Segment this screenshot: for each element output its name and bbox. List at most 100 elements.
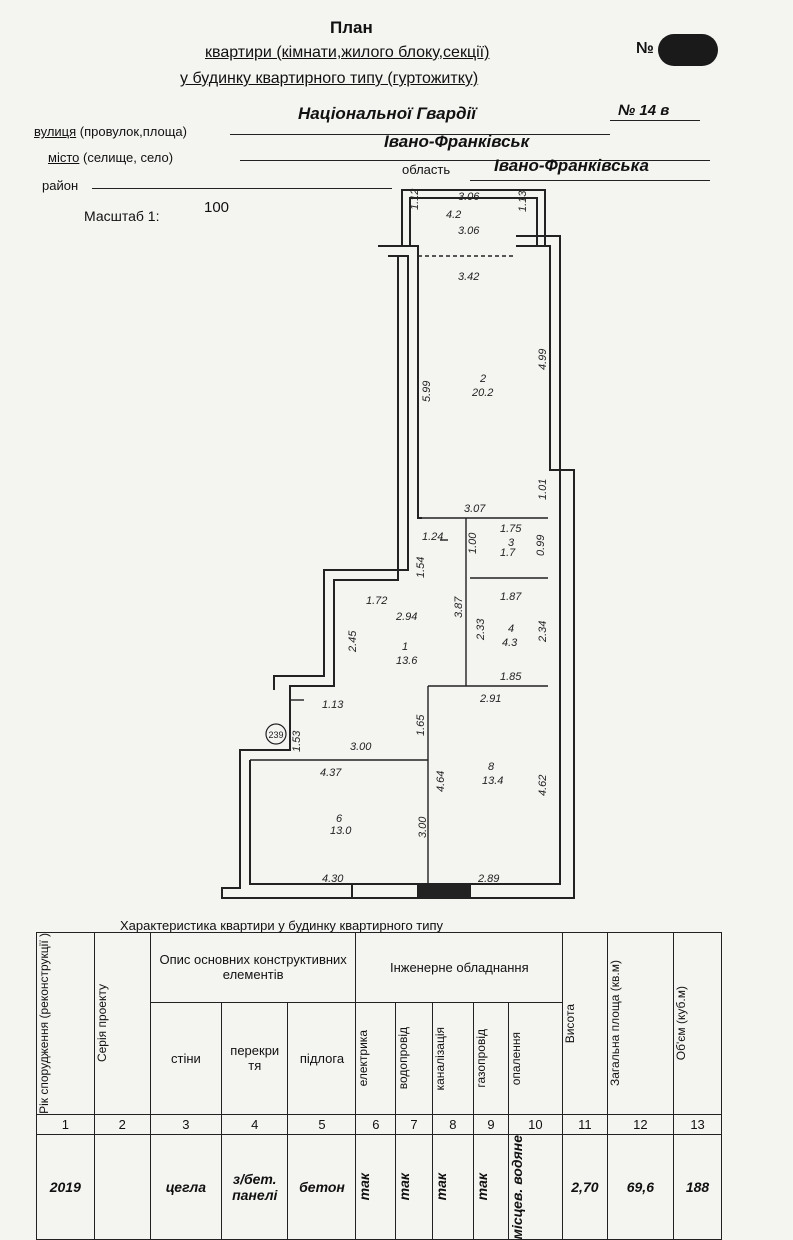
subtitle-apartment: квартири (кімнати,жилого блоку,секції) bbox=[205, 44, 490, 61]
dim-room4-left: 2.33 bbox=[475, 618, 487, 641]
dim-room1-d: 2.45 bbox=[347, 630, 359, 653]
col-num: 5 bbox=[287, 1113, 357, 1135]
room2-left-wall bbox=[378, 245, 422, 519]
data-row: 2019 цегла з/бет. панелі бетон так так т… bbox=[36, 1133, 722, 1240]
value-series bbox=[93, 1133, 151, 1240]
room4-number: 4 bbox=[508, 623, 514, 635]
dim-room6-inner: 4.37 bbox=[320, 767, 342, 779]
header-engineering: Інженерне обладнання bbox=[355, 932, 564, 1003]
room3-area: 1.7 bbox=[500, 547, 516, 559]
window-south bbox=[351, 883, 419, 899]
dim-room8-right: 4.62 bbox=[537, 775, 549, 796]
dim-room2-top: 3.42 bbox=[458, 271, 479, 283]
subtitle-building: у будинку квартирного типу (гуртожитку) bbox=[180, 70, 479, 87]
street-line bbox=[230, 134, 610, 135]
city-label: місто (селище, село) bbox=[48, 150, 174, 165]
header-elements: Опис основних конструктивних елементів bbox=[149, 932, 357, 1003]
header-sewer: каналізація bbox=[431, 1001, 475, 1115]
scale-value: 100 bbox=[204, 199, 230, 216]
street-label: вулиця (провулок,площа) bbox=[34, 124, 187, 139]
value-gas-cell: так bbox=[473, 1133, 509, 1240]
col-num: 7 bbox=[395, 1113, 433, 1135]
value-total-area: 69,6 bbox=[606, 1133, 675, 1240]
value-sewer-cell: так bbox=[431, 1133, 475, 1240]
room4-area: 4.3 bbox=[502, 637, 518, 649]
value-ceilings: з/бет. панелі bbox=[221, 1133, 289, 1240]
header-heating: опалення bbox=[507, 1001, 564, 1115]
dim-room2-left: 5.99 bbox=[421, 381, 433, 402]
value-volume: 188 bbox=[673, 1133, 722, 1240]
dim-room3-side: 1.24 bbox=[422, 531, 443, 543]
scale-label: Масштаб 1: bbox=[84, 208, 160, 224]
dim-room8-bottom: 2.89 bbox=[477, 873, 499, 885]
reference-circle-label: 239 bbox=[268, 730, 283, 740]
header-walls: стіни bbox=[149, 1001, 223, 1115]
value-floor: бетон bbox=[287, 1133, 357, 1240]
value-year: 2019 bbox=[36, 1133, 95, 1240]
col-num: 6 bbox=[355, 1113, 397, 1135]
area-balcony: 4.2 bbox=[446, 209, 461, 221]
dim-room4-top: 1.87 bbox=[500, 591, 522, 603]
value-electric-cell: так bbox=[355, 1133, 397, 1240]
col-num: 2 bbox=[93, 1113, 151, 1135]
characteristics-title: Характеристика квартири у будинку кварти… bbox=[120, 918, 444, 933]
col-num: 8 bbox=[431, 1113, 475, 1135]
dim-room6-bottom: 4.30 bbox=[322, 873, 344, 885]
col-num: 9 bbox=[473, 1113, 509, 1135]
dim-room2-right: 4.99 bbox=[537, 349, 549, 370]
dim-room1-a: 1.72 bbox=[366, 595, 387, 607]
dim-balcony-left: 1.12 bbox=[409, 189, 421, 210]
dim-room1-c: 3.87 bbox=[453, 596, 465, 618]
dim-room1-b: 2.94 bbox=[395, 611, 417, 623]
value-walls: цегла bbox=[149, 1133, 223, 1240]
header-gas: газопровід bbox=[473, 1001, 509, 1115]
value-water: так bbox=[396, 1173, 413, 1201]
header-electric: електрика bbox=[355, 1001, 397, 1115]
col-num: 3 bbox=[149, 1113, 223, 1135]
header-water: водопровід bbox=[395, 1001, 433, 1115]
reference-circle bbox=[265, 723, 287, 745]
region-line bbox=[470, 180, 710, 181]
west-wall-outer bbox=[273, 255, 409, 690]
city-line bbox=[240, 160, 710, 161]
east-wall-outer bbox=[470, 235, 575, 899]
header-year: Рік спорудження (реконструкції ) bbox=[36, 932, 95, 1115]
room1-number: 1 bbox=[402, 641, 408, 653]
header-ceilings: перекри тя bbox=[221, 1001, 289, 1115]
house-number: № 14 в bbox=[618, 102, 670, 119]
dim-room3-top: 1.75 bbox=[500, 523, 522, 535]
room8-area: 13.4 bbox=[482, 775, 503, 787]
district-label: район bbox=[42, 178, 79, 193]
col-num: 10 bbox=[507, 1113, 564, 1135]
value-sewer: так bbox=[432, 1173, 449, 1201]
dim-balcony-right: 1.13 bbox=[517, 190, 529, 212]
header-total-area: Загальна площа (кв.м) bbox=[606, 932, 675, 1115]
dim-room8-top: 2.91 bbox=[479, 693, 501, 705]
dim-balcony-top: 3.06 bbox=[458, 191, 480, 203]
room2-number: 2 bbox=[479, 373, 486, 385]
col-num: 13 bbox=[673, 1113, 722, 1135]
dim-room1-g: 1.65 bbox=[415, 714, 427, 736]
dim-room6-left: 1.53 bbox=[291, 730, 303, 752]
col-num: 12 bbox=[606, 1113, 675, 1135]
dim-room1-e: 1.54 bbox=[415, 557, 427, 578]
street-value: Національної Гвардії bbox=[298, 104, 476, 123]
balcony-inner bbox=[409, 197, 538, 246]
dim-room1-f: 1.13 bbox=[322, 699, 344, 711]
dim-corridor-right: 1.01 bbox=[537, 479, 549, 500]
room3-number: 3 bbox=[508, 537, 515, 549]
column-numbers-row: 1 2 3 4 5 6 7 8 9 10 11 12 13 bbox=[36, 1113, 722, 1135]
value-electric: так bbox=[356, 1173, 373, 1201]
dim-balcony-inner: 3.06 bbox=[458, 225, 480, 237]
district-line bbox=[92, 188, 392, 189]
header-height: Висота bbox=[562, 932, 608, 1115]
dim-corridor-top: 3.07 bbox=[464, 503, 486, 515]
value-heating-cell: місцев. водяне bbox=[507, 1133, 564, 1240]
redaction-mark bbox=[658, 34, 718, 66]
city-value: Івано-Франківськ bbox=[384, 132, 530, 151]
header-series: Серія проекту bbox=[93, 932, 151, 1115]
value-heating: місцев. водяне bbox=[508, 1134, 525, 1240]
region-label: область bbox=[402, 162, 451, 177]
dim-room3-right: 0.99 bbox=[535, 535, 547, 556]
house-line bbox=[610, 120, 700, 121]
